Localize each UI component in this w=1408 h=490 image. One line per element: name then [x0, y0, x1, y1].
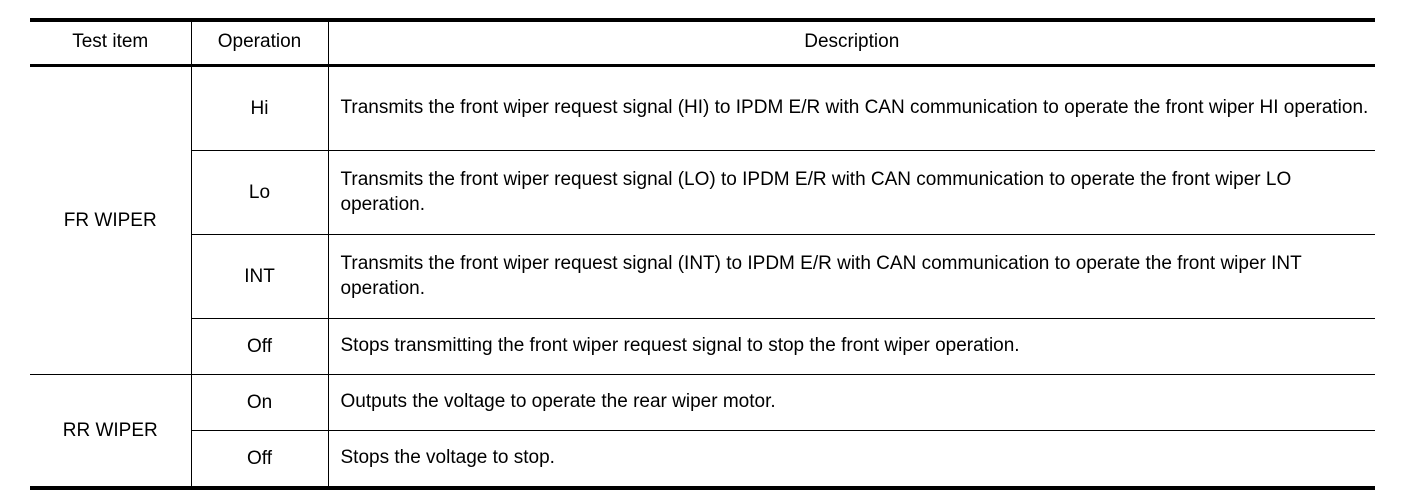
description-cell-rr-off: Stops the voltage to stop. — [328, 429, 1375, 488]
operation-cell-rr-off: Off — [191, 429, 329, 488]
table-row: INT Transmits the front wiper request si… — [30, 233, 1375, 319]
table-header: Test item Operation Description — [30, 20, 1375, 67]
description-cell-hi: Transmits the front wiper request signal… — [340, 97, 1369, 119]
column-header-operation: Operation — [191, 20, 329, 67]
table-row: Off Stops the voltage to stop. — [30, 429, 1375, 488]
header-row: Test item Operation Description — [30, 20, 1375, 67]
test-item-cell-rr-wiper: RR WIPER — [30, 373, 192, 488]
table-row: FR WIPER Hi Transmits the front wiper re… — [30, 65, 1375, 375]
operation-cell-fr-off: Off — [191, 317, 329, 375]
table-row: Off Stops transmitting the front wiper r… — [30, 317, 1375, 375]
operation-cell-int: INT — [191, 233, 329, 319]
operation-cell-hi: Hi — [191, 65, 329, 151]
column-header-description: Description — [328, 20, 1375, 67]
test-item-cell-fr-wiper: FR WIPER — [30, 65, 192, 375]
table-row: RR WIPER On Outputs the voltage to opera… — [30, 373, 1375, 488]
table-row: Lo Transmits the front wiper request sig… — [30, 149, 1375, 235]
description-cell-fr-off: Stops transmitting the front wiper reque… — [328, 317, 1375, 375]
description-cell-int: Transmits the front wiper request signal… — [328, 233, 1375, 319]
spec-table-container: Test item Operation Description FR WIPER… — [30, 18, 1375, 490]
description-cell-lo: Transmits the front wiper request signal… — [328, 149, 1375, 235]
active-test-table: Test item Operation Description FR WIPER… — [30, 18, 1375, 490]
operation-cell-lo: Lo — [191, 149, 329, 235]
column-header-test-item: Test item — [30, 20, 192, 67]
description-cell-on: Outputs the voltage to operate the rear … — [328, 373, 1375, 431]
operation-cell-on: On — [191, 373, 329, 431]
table-body: FR WIPER Hi Transmits the front wiper re… — [30, 65, 1375, 488]
